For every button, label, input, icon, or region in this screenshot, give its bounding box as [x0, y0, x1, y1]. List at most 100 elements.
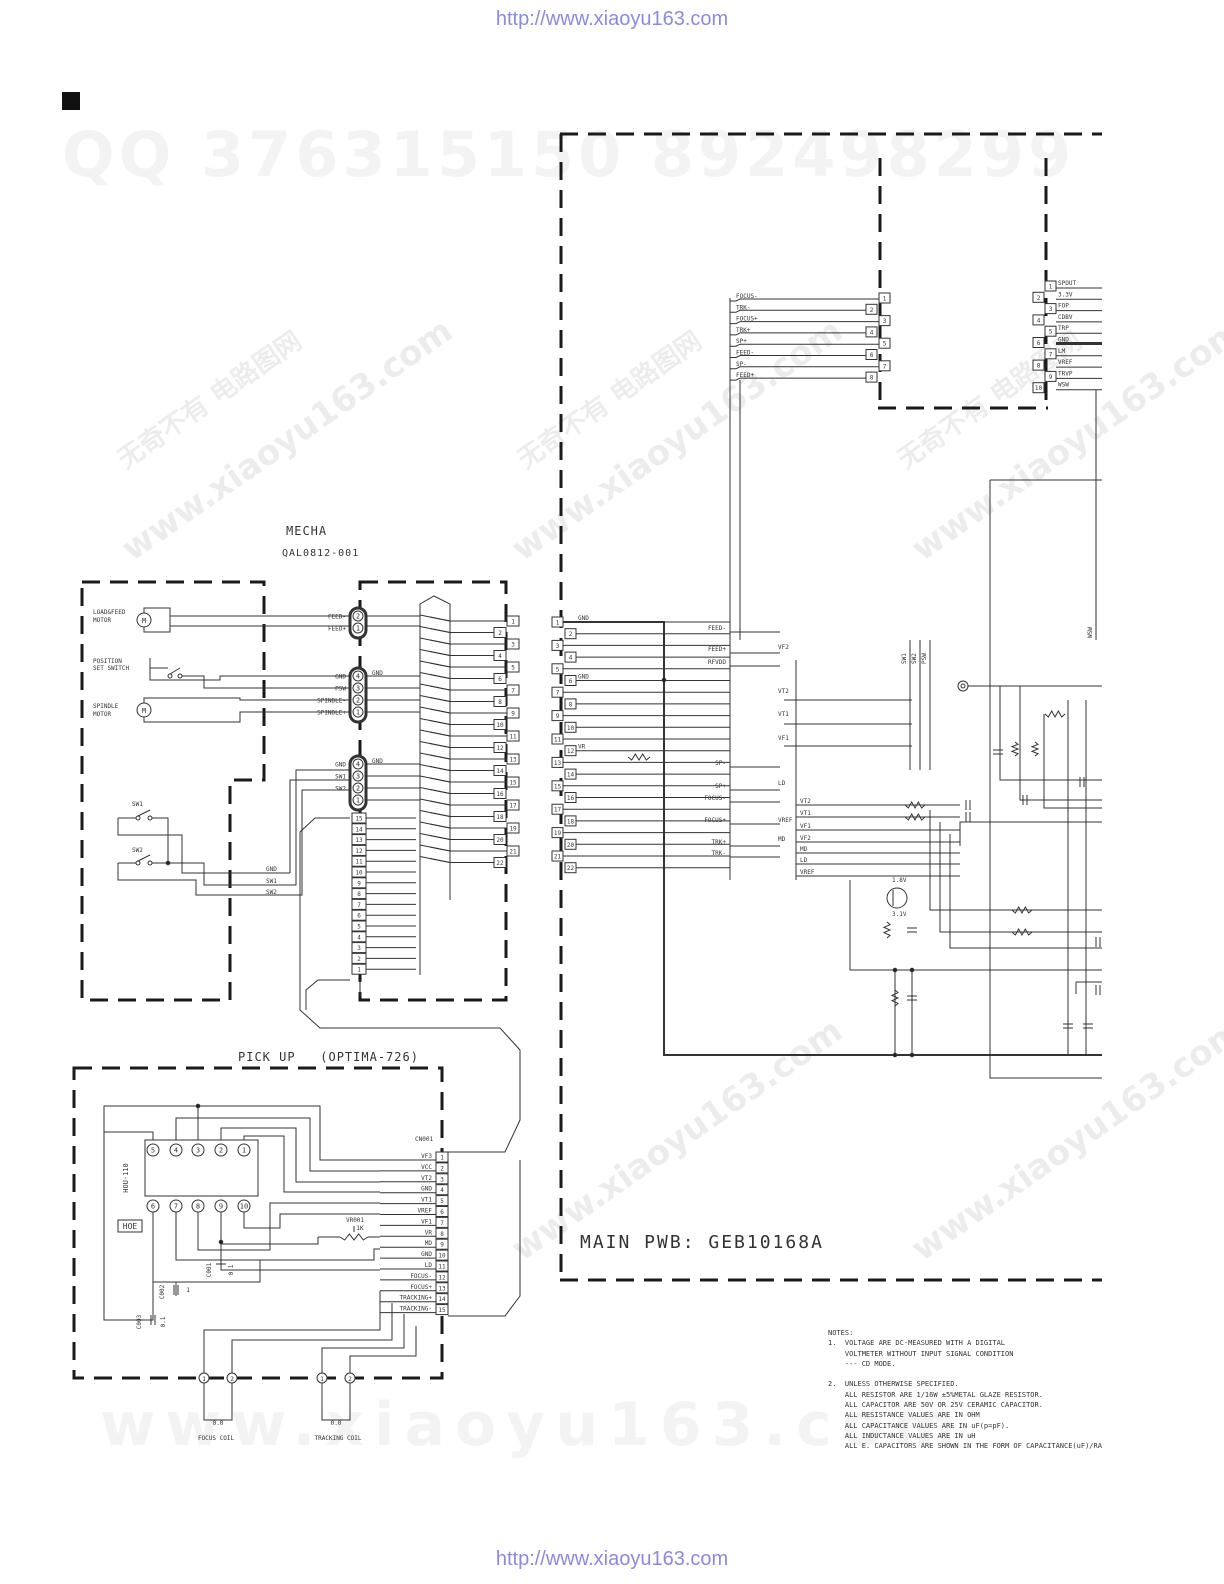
connector-pin-box [351, 952, 367, 964]
connector-pin-box [351, 888, 367, 900]
cn-right-label: WSW [1058, 382, 1069, 389]
wire [1043, 714, 1102, 809]
coil-terminal [344, 1372, 356, 1384]
connector-pin-box [351, 898, 367, 910]
connector-signal-label: FEED- [328, 614, 346, 621]
connector-pin-box [506, 684, 520, 696]
wire [203, 1291, 381, 1373]
connector-pin-box [506, 615, 520, 627]
header-url[interactable]: http://www.xiaoyu163.com [495, 8, 729, 30]
connector-pin-box [351, 920, 367, 932]
cn-left-pin-number: 8 [569, 701, 573, 708]
note-line: 1. VOLTAGE ARE DC-MEASURED WITH A DIGITA… [828, 1339, 1006, 1348]
cn-right-label: 3.3V [1058, 291, 1073, 298]
cn-left-pin-box [564, 675, 577, 686]
cn-left-pin-number: 2 [569, 631, 573, 638]
cn-right-pin-box [1044, 348, 1057, 360]
wire [429, 639, 451, 645]
connector-pin-number: 8 [498, 699, 502, 706]
connector-pin-number: 16 [496, 791, 504, 798]
cn-left-pin-number: 20 [567, 842, 575, 849]
watermark-bottom: www.xiaoyu163.com [100, 1390, 965, 1460]
cn001-pin-number: 2 [440, 1165, 444, 1172]
connector-pin-number: 14 [496, 768, 504, 775]
connector-pin-number: 7 [357, 902, 361, 909]
cn001-pin-box [435, 1249, 449, 1261]
cn001-pin-number: 10 [438, 1253, 446, 1260]
wire [429, 628, 451, 633]
note-line: ALL CAPACITANCE VALUES ARE IN uF(p=pF). [828, 1421, 1010, 1430]
connector-pin-number: 15 [509, 780, 517, 787]
cn-top-label: SP+ [736, 338, 747, 345]
cn001-signal-label: VF3 [421, 1153, 432, 1160]
mecha-component-label: SPINDLE [93, 703, 119, 710]
cn-top-pin-number: 5 [883, 341, 887, 348]
net-label: MD [778, 836, 786, 843]
cn001-signal-label: TRACKING- [399, 1306, 432, 1313]
cn001-pin-number: 9 [440, 1242, 444, 1249]
connector-pin-number: 9 [357, 880, 361, 887]
ic-pin [146, 1199, 160, 1213]
cn-left-pin-number: 3 [556, 643, 560, 650]
cn-top-pin-box [878, 337, 891, 349]
cn-left-pin-box [564, 628, 577, 640]
cn-top-pin-box [878, 292, 891, 304]
mecha-part-number: QAL0812-001 [282, 548, 360, 559]
cn-left-pin-box [564, 838, 577, 850]
connector-pin-number: 3 [511, 642, 515, 649]
cn001-signal-label: GND [421, 1251, 432, 1258]
cn-right-pin-box [1032, 382, 1045, 394]
wire [321, 1314, 405, 1373]
wire [220, 1212, 380, 1271]
junction-dot [195, 1103, 201, 1109]
connector-pin-number: 1 [356, 709, 360, 717]
ic-pin [146, 1143, 160, 1157]
cn001-pin-box [435, 1304, 449, 1316]
connector-pin-number: 13 [509, 757, 517, 764]
spindle-motor-icon [136, 702, 152, 718]
connector-pin-number: 5 [357, 924, 361, 931]
cn-top-pin-number: 1 [883, 296, 887, 303]
net-label: VREF [778, 817, 793, 824]
cn001-pin-box [435, 1293, 449, 1305]
switch-net-label: PSW [921, 653, 928, 664]
wire [563, 621, 1102, 1056]
sw2-label: SW2 [132, 847, 143, 854]
cn001-pin-number: 6 [440, 1209, 444, 1216]
cn-left-pin-number: 14 [567, 772, 575, 779]
cn-left-pin-number: 4 [569, 655, 573, 662]
switch-lever [137, 809, 151, 817]
cn001-pin-box [435, 1184, 449, 1196]
net-label: VF2 [778, 644, 789, 651]
mecha-component-label: MOTOR [93, 711, 111, 718]
connector-pin-number: 15 [355, 816, 363, 823]
mecha-component-label: SET SWITCH [93, 665, 130, 672]
coil-value: 0.0 [331, 1420, 342, 1427]
side-label: GND [372, 670, 383, 677]
cn-right-label: VREF [1058, 359, 1073, 366]
switch-contact [147, 815, 153, 821]
resistor [1044, 709, 1066, 719]
connector-pin-box [351, 834, 367, 846]
note-line: ALL INDUCTANCE VALUES ARE IN uH [828, 1431, 976, 1440]
cn001-pin-number: 1 [440, 1155, 444, 1162]
cn001-pin-box [435, 1162, 449, 1174]
cn-left-pin-box [551, 616, 564, 628]
net-label: VT2 [778, 688, 789, 695]
footer-url[interactable]: http://www.xiaoyu163.com [495, 1548, 729, 1570]
wire [730, 366, 879, 370]
wire [197, 1202, 380, 1251]
mecha-component-label: MOTOR [93, 617, 111, 624]
cn-left-pin-box [551, 827, 564, 839]
wire [149, 658, 168, 669]
cn001-signal-label: LD [425, 1262, 433, 1269]
load-feed-motor-icon [136, 612, 152, 628]
wire [299, 817, 521, 1153]
bus-label: SW2 [266, 889, 277, 896]
ic-pin-number: 5 [151, 1147, 155, 1155]
ic-pin-number: 8 [196, 1203, 200, 1211]
cn001-pin-box [435, 1282, 449, 1294]
net-label: RFVDD [708, 659, 726, 666]
cn-top-label: FOCUS- [736, 293, 758, 300]
